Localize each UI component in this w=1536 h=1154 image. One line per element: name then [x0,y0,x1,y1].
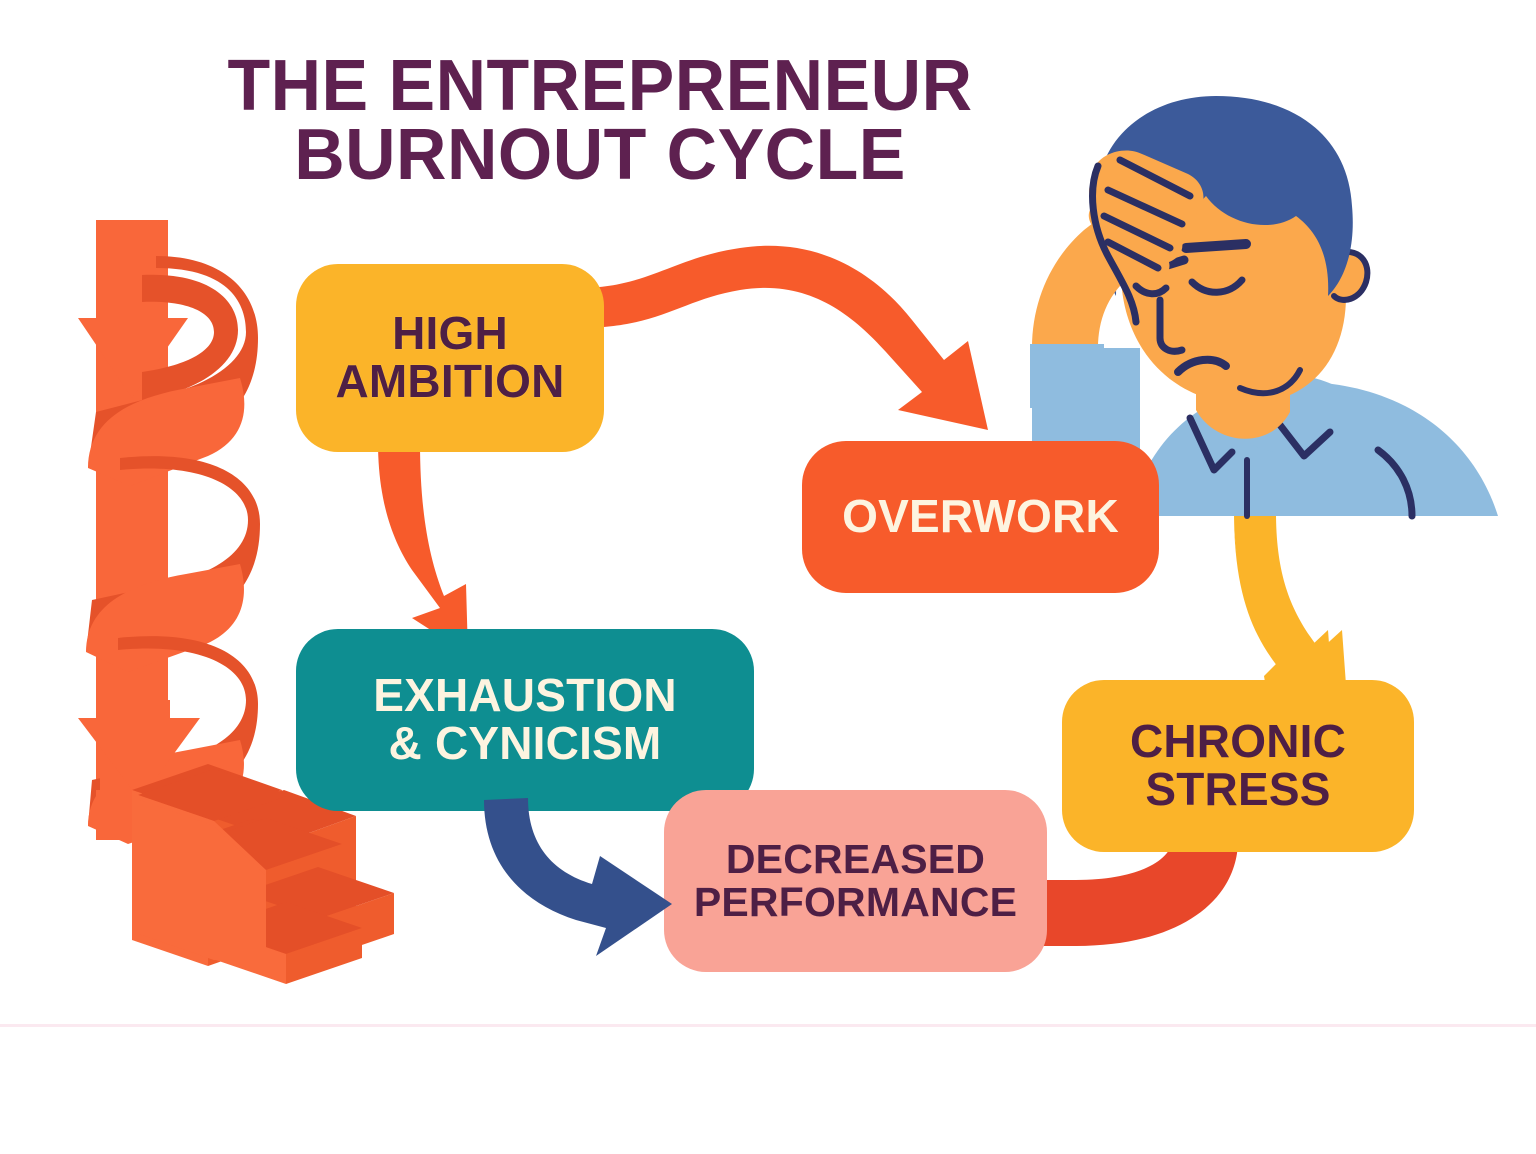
node-high-ambition[interactable]: HIGH AMBITION [296,264,604,452]
connector-ambition-to-overwork [578,245,988,430]
infographic-artboard: THE ENTREPRENEUR BURNOUT CYCLE [0,46,1536,1027]
node-decreased-performance[interactable]: DECREASED PERFORMANCE [664,790,1047,972]
bottom-divider [0,1024,1536,1027]
lower-blank-area [0,1027,1536,1154]
node-overwork[interactable]: OVERWORK [802,441,1159,593]
page-title: THE ENTREPRENEUR BURNOUT CYCLE [227,46,973,196]
spiral-arrow-icon [78,220,260,844]
node-exhaustion-cynicism[interactable]: EXHAUSTION & CYNICISM [296,629,754,811]
connector-ambition-to-exhaustion [378,442,468,654]
connector-exhaustion-to-performance [484,798,672,956]
node-chronic-stress[interactable]: CHRONIC STRESS [1062,680,1414,852]
